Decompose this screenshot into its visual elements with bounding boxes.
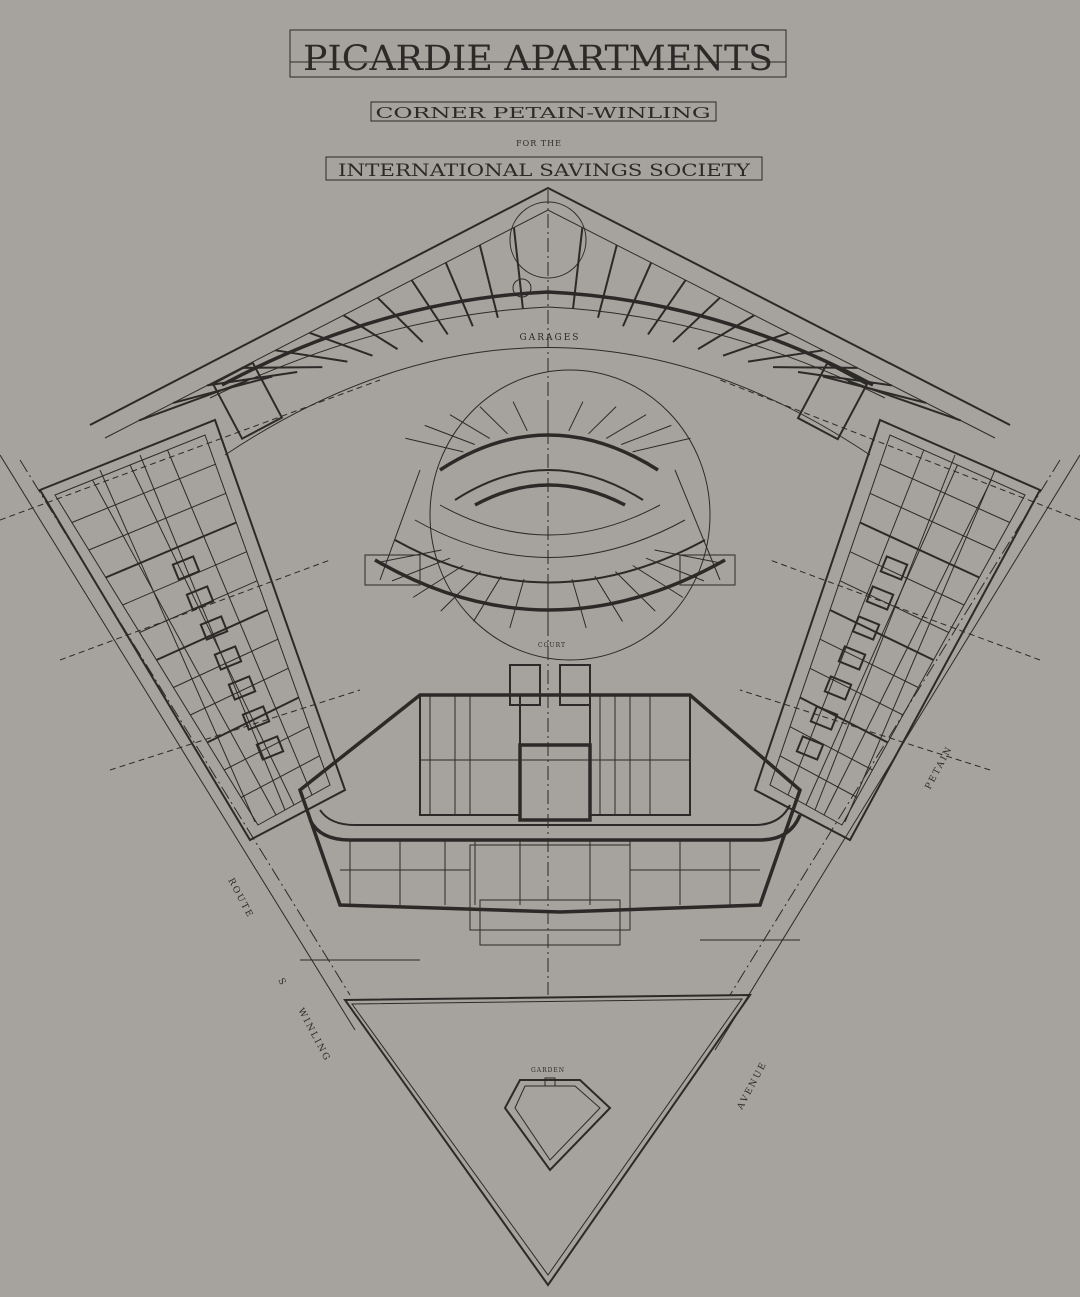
drafting-line <box>568 401 584 432</box>
drafting-line <box>772 366 858 369</box>
room-outline <box>213 645 243 671</box>
drawing-title: PICARDIE APARTMENTS <box>303 39 773 79</box>
title-block: PICARDIE APARTMENTS CORNER PETAIN-WINLIN… <box>289 29 787 181</box>
central-court: COURT <box>224 347 871 661</box>
south-block-rooms <box>340 695 760 905</box>
west-wing-grid <box>71 449 320 816</box>
east-wing-grid <box>779 449 1010 816</box>
garden-triangle <box>343 993 752 1287</box>
drafting-line <box>605 414 647 439</box>
drafting-line <box>572 227 584 310</box>
drafting-line <box>722 331 790 357</box>
central-stair <box>518 743 592 822</box>
drafting-line <box>632 437 691 453</box>
street-label-s: S <box>275 977 288 989</box>
drafting-line <box>512 401 528 432</box>
drafting-line <box>787 449 925 796</box>
drafting-line <box>621 424 672 445</box>
drafting-line <box>478 244 499 318</box>
room-outline <box>795 735 825 761</box>
drafting-line <box>440 571 481 612</box>
drafting-line <box>632 565 684 598</box>
for-the-label: FOR THE <box>516 139 562 148</box>
drafting-line <box>378 549 442 563</box>
drafting-line <box>645 557 705 582</box>
court-label: COURT <box>538 642 566 649</box>
garage-wings: GARAGES <box>89 186 1011 441</box>
drafting-line <box>647 279 687 335</box>
drafting-line <box>309 331 373 357</box>
court-tiers <box>378 400 718 630</box>
street-label-route: ROUTE <box>225 877 255 921</box>
room-outline <box>185 585 215 611</box>
west-wing-rooms <box>171 555 285 761</box>
room-outline <box>879 555 909 581</box>
garage-bays-east <box>572 227 961 422</box>
client-name: INTERNATIONAL SAVINGS SOCIETY <box>338 161 751 181</box>
drafting-line <box>167 449 313 796</box>
east-apartment-wing <box>719 379 1080 842</box>
street-label-petain: PETAIN <box>924 744 955 791</box>
drafting-line <box>672 296 721 343</box>
west-stair-core <box>211 361 284 441</box>
garage-bays-west <box>138 227 524 422</box>
drafting-line <box>654 549 718 563</box>
drafting-line <box>241 366 323 369</box>
drafting-line <box>823 479 992 816</box>
room-outline <box>171 555 201 581</box>
drafting-line <box>444 262 474 327</box>
drafting-line <box>129 464 295 806</box>
drafting-line <box>512 227 524 310</box>
garden-label: GARDEN <box>531 1067 565 1074</box>
room-outline <box>865 585 895 611</box>
west-apartment-wing <box>0 379 381 842</box>
garden-bed <box>503 1079 612 1172</box>
street-label-avenue: AVENUE <box>735 1060 769 1113</box>
subtitle-frame <box>370 101 717 122</box>
drafting-line <box>615 571 656 612</box>
street-label-winling: WINLING <box>295 1007 332 1064</box>
drafting-line <box>449 414 491 439</box>
drafting-line <box>509 578 525 628</box>
drawing-subtitle: CORNER PETAIN-WINLING <box>376 104 711 122</box>
drafting-line <box>172 375 273 404</box>
drafting-line <box>376 296 424 343</box>
drafting-line <box>473 575 502 622</box>
drafting-line <box>275 349 348 363</box>
drafting-line <box>797 371 892 387</box>
drafting-line <box>822 375 927 404</box>
drafting-line <box>92 479 277 816</box>
drafting-line <box>405 437 464 453</box>
title-frame <box>289 29 787 78</box>
drafting-line <box>597 244 618 318</box>
drafting-line <box>594 575 623 622</box>
drafting-line <box>697 314 755 351</box>
drafting-line <box>622 262 653 327</box>
drafting-line <box>391 557 451 582</box>
drafting-line <box>479 406 508 435</box>
drafting-line <box>424 424 475 445</box>
drafting-line <box>805 464 958 806</box>
drafting-line <box>588 406 617 435</box>
garages-label: GARAGES <box>520 333 581 343</box>
drafting-line <box>571 578 587 628</box>
room-outline <box>199 615 229 641</box>
east-stair-core <box>796 361 869 441</box>
room-outline <box>227 675 257 701</box>
south-central-block <box>297 664 803 946</box>
drafting-line <box>410 279 449 335</box>
drafting-line <box>412 565 464 598</box>
client-frame <box>325 156 763 181</box>
room-outline <box>837 645 867 671</box>
drafting-line <box>747 349 824 363</box>
drafting-line <box>207 371 298 387</box>
drafting-line <box>343 314 399 351</box>
garden: GARDEN <box>343 993 752 1287</box>
room-outline <box>823 675 853 701</box>
